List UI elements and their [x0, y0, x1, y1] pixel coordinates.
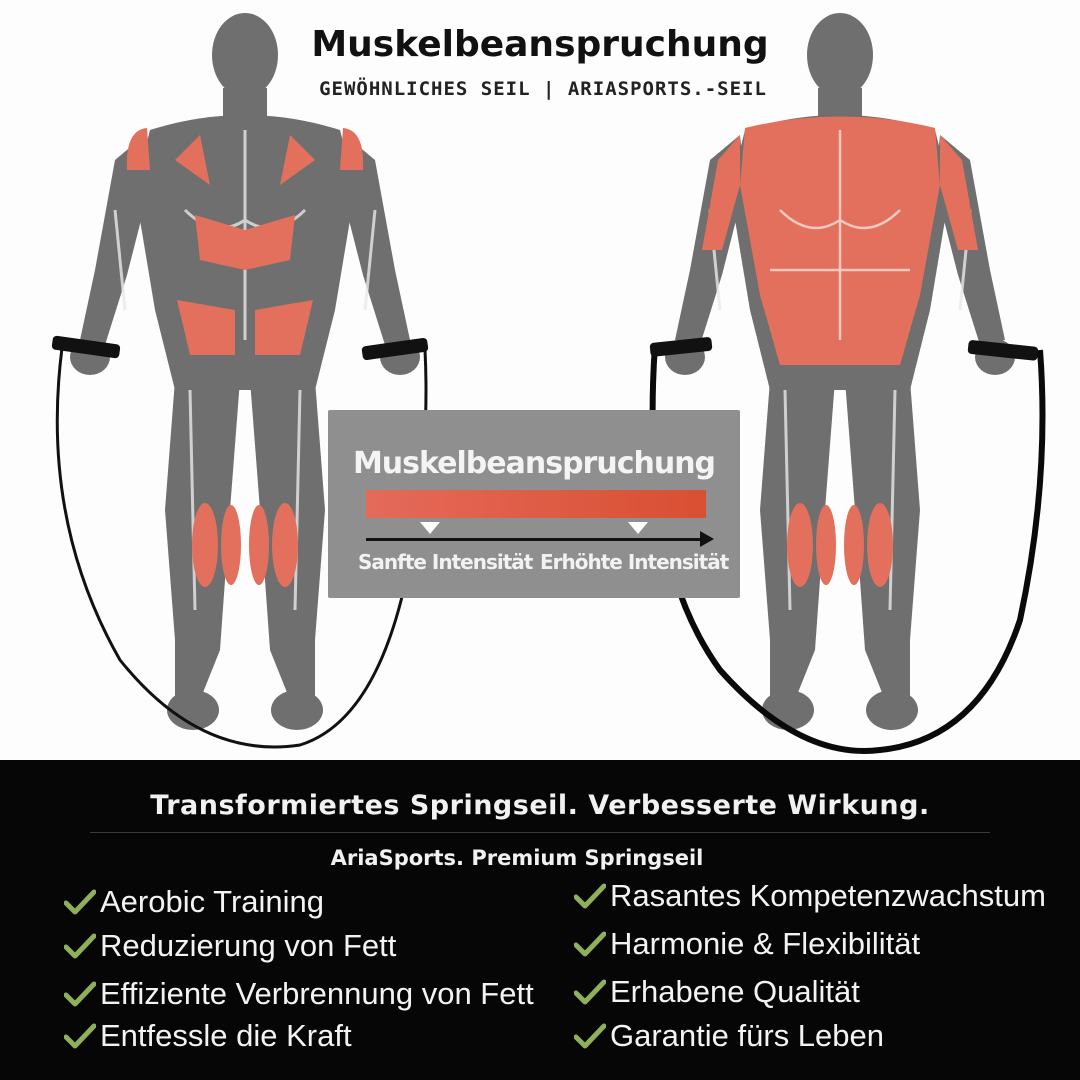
intensity-gradient-bar [366, 490, 706, 518]
low-intensity-marker [420, 522, 440, 534]
figure-ariasports-rope [663, 11, 1017, 732]
page-title: Muskelbeanspruchung [311, 24, 769, 65]
footer-headline: Transformiertes Springseil. Verbesserte … [150, 790, 930, 821]
low-intensity-label: Sanfte Intensität [358, 550, 533, 574]
intensity-panel: Muskelbeanspruchung Sanfte Intensität Er… [328, 410, 740, 598]
feature-item: Entfessle die Kraft [64, 1018, 352, 1054]
intensity-panel-title: Muskelbeanspruchung [352, 446, 716, 481]
check-icon [64, 889, 96, 915]
check-icon [574, 979, 606, 1005]
feature-item: Harmonie & Flexibilität [574, 926, 920, 962]
check-icon [574, 1023, 606, 1049]
check-icon [64, 1023, 96, 1049]
feature-label: Reduzierung von Fett [100, 928, 397, 963]
feature-label: Erhabene Qualität [610, 974, 860, 1009]
figure-ordinary-rope [68, 11, 422, 732]
feature-label: Aerobic Training [100, 884, 325, 919]
feature-label: Effiziente Verbrennung von Fett [100, 976, 534, 1011]
feature-item: Effiziente Verbrennung von Fett [64, 976, 534, 1012]
feature-label: Garantie fürs Leben [610, 1018, 885, 1053]
muscle-figures-illustration [51, 11, 1046, 754]
feature-label: Harmonie & Flexibilität [610, 926, 921, 961]
feature-item: Reduzierung von Fett [64, 928, 396, 964]
check-icon [64, 933, 96, 959]
feature-item: Garantie fürs Leben [574, 1018, 884, 1054]
feature-item: Rasantes Kompetenzwachstum [574, 878, 1046, 914]
product-name: AriaSports. Premium Springseil [330, 846, 704, 870]
feature-section: Transformiertes Springseil. Verbesserte … [0, 760, 1080, 1080]
feature-item: Aerobic Training [64, 884, 324, 920]
high-intensity-label: Erhöhte Intensität [540, 550, 729, 574]
illustration-area: Muskelbeanspruchung GEWÖHNLICHES SEIL | … [51, 11, 1046, 754]
comparison-subtitle: GEWÖHNLICHES SEIL | ARIASPORTS.-SEIL [319, 78, 767, 100]
check-icon [64, 981, 96, 1007]
feature-item: Erhabene Qualität [574, 974, 860, 1010]
feature-label: Rasantes Kompetenzwachstum [610, 878, 1046, 913]
feature-label: Entfessle die Kraft [100, 1018, 352, 1053]
check-icon [574, 931, 606, 957]
check-icon [574, 883, 606, 909]
intensity-arrow [366, 531, 714, 547]
divider [90, 832, 990, 833]
high-intensity-marker [628, 522, 648, 534]
